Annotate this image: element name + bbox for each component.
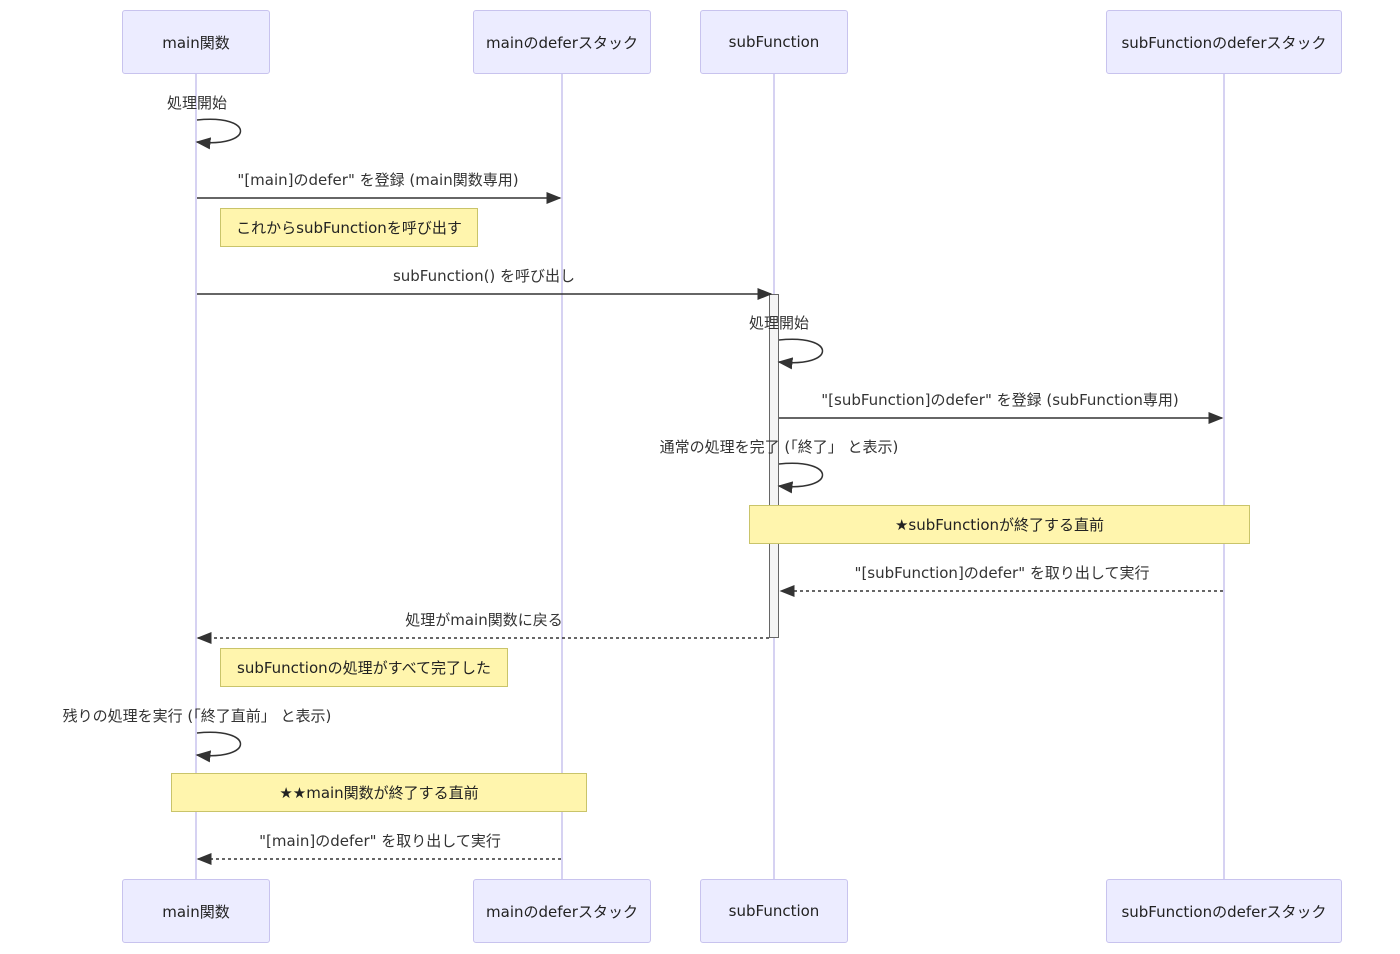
label-pop-main-defer: "[main]のdefer" を取り出して実行 [259, 832, 501, 850]
note-main-ending-text: ★★main関数が終了する直前 [279, 784, 479, 802]
label-main-rest: 残りの処理を実行 (「終了直前」 と表示) [62, 707, 332, 725]
actor-subfunction-defer-stack-bottom: subFunctionのdeferスタック [1106, 879, 1342, 943]
note-sub-ending-text: ★subFunctionが終了する直前 [894, 516, 1105, 534]
note-before-call: これからsubFunctionを呼び出す [220, 208, 478, 247]
actor-main-top-label: main関数 [162, 33, 230, 52]
actor-subfunction-defer-stack-top-label: subFunctionのdeferスタック [1121, 33, 1327, 52]
actor-main-defer-stack-top: mainのdeferスタック [473, 10, 651, 74]
actor-main-bottom: main関数 [122, 879, 270, 943]
note-before-call-text: これからsubFunctionを呼び出す [236, 219, 462, 237]
actor-main-defer-stack-top-label: mainのdeferスタック [486, 33, 638, 52]
note-sub-ending: ★subFunctionが終了する直前 [749, 505, 1250, 544]
subfunction-activation-bar [769, 294, 779, 638]
actor-main-bottom-label: main関数 [162, 902, 230, 921]
label-main-start: 処理開始 [166, 94, 228, 112]
note-sub-complete-text: subFunctionの処理がすべて完了した [237, 659, 491, 677]
actor-main-defer-stack-bottom: mainのdeferスタック [473, 879, 651, 943]
label-sub-start: 処理開始 [748, 314, 810, 332]
lifeline-subfunction-defer-stack [1223, 74, 1225, 880]
label-sub-complete: 通常の処理を完了 (「終了」 と表示) [659, 438, 899, 456]
self-arrow-main-start [195, 118, 241, 150]
label-register-sub-defer: "[subFunction]のdefer" を登録 (subFunction専用… [821, 391, 1179, 409]
actor-main-defer-stack-bottom-label: mainのdeferスタック [486, 902, 638, 921]
actor-subfunction-top-label: subFunction [728, 33, 820, 51]
label-register-main-defer: "[main]のdefer" を登録 (main関数専用) [237, 171, 519, 189]
label-pop-sub-defer: "[subFunction]のdefer" を取り出して実行 [854, 564, 1150, 582]
self-arrow-main-rest [195, 731, 241, 763]
actor-subfunction-defer-stack-bottom-label: subFunctionのdeferスタック [1121, 902, 1327, 921]
actor-subfunction-bottom: subFunction [700, 879, 848, 943]
lifeline-main [195, 74, 197, 880]
self-arrow-sub-start [777, 338, 823, 370]
lifeline-main-defer-stack [561, 74, 563, 880]
note-sub-complete: subFunctionの処理がすべて完了した [220, 648, 508, 687]
label-return-main: 処理がmain関数に戻る [405, 611, 563, 629]
actor-subfunction-defer-stack-top: subFunctionのdeferスタック [1106, 10, 1342, 74]
note-main-ending: ★★main関数が終了する直前 [171, 773, 587, 812]
actor-main-top: main関数 [122, 10, 270, 74]
actor-subfunction-bottom-label: subFunction [728, 902, 820, 920]
label-call-subfunction: subFunction() を呼び出し [392, 267, 576, 285]
self-arrow-sub-complete [777, 462, 823, 494]
actor-subfunction-top: subFunction [700, 10, 848, 74]
